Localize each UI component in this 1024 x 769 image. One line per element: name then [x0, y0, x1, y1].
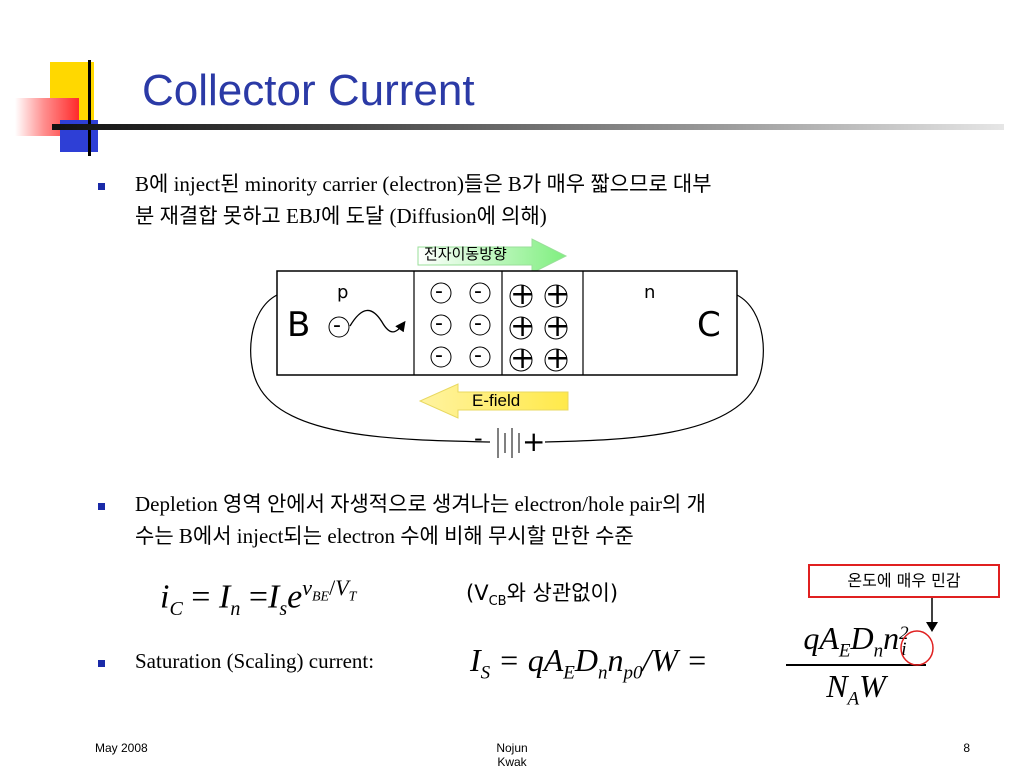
highlight-circle — [900, 630, 934, 666]
electron-direction-label: 전자이동방향 — [424, 245, 507, 263]
bullet-2-line-2: 수는 B에서 inject되는 electron 수에 비해 무시할 만한 수준 — [135, 524, 634, 548]
efield-label: E-field — [472, 391, 521, 410]
bullet-1-line-2: 분 재결합 못하고 EBJ에 도달 (Diffusion에 의해) — [135, 204, 547, 228]
footer-author: Nojun Kwak — [496, 741, 528, 769]
device-box — [276, 270, 738, 376]
n-region-label: n — [644, 282, 656, 303]
bullet-marker — [98, 183, 105, 190]
negative-charge: - — [435, 343, 443, 368]
circuit-wire — [250, 294, 491, 443]
negative-charge: - — [474, 311, 482, 336]
vcb-independence-note: (VCB와 상관없이) — [466, 581, 619, 610]
fraction-denominator: NAW — [826, 668, 886, 710]
bullet-marker — [98, 503, 105, 510]
bullet-1-text: B에 inject된 minority carrier (electron)들은… — [135, 168, 712, 232]
bullet-marker — [98, 660, 105, 667]
electron-wavy-path — [349, 309, 406, 333]
decor-vertical-line — [88, 60, 91, 156]
positive-charge: + — [545, 309, 571, 344]
footer-date: May 2008 — [95, 741, 148, 755]
battery-icon — [497, 428, 520, 458]
saturation-current-label: Saturation (Scaling) current: — [135, 649, 375, 673]
temperature-note-box: 온도에 매우 민감 — [808, 564, 1000, 598]
footer-page-number: 8 — [963, 741, 970, 755]
positive-charge: + — [510, 341, 536, 376]
positive-charge: + — [510, 309, 536, 344]
collector-current-equation: iC = In =IsevBE/VT — [160, 575, 357, 621]
title-underline — [52, 124, 1004, 130]
bullet-1-line-1: B에 inject된 minority carrier (electron)들은… — [135, 172, 712, 196]
positive-charge: + — [545, 277, 571, 312]
base-label: B — [287, 305, 311, 345]
collector-label: C — [697, 305, 721, 345]
down-arrow-icon — [926, 598, 938, 632]
electron-direction-arrow — [417, 238, 568, 274]
efield-arrow — [418, 383, 569, 419]
saturation-current-equation: IS = qAEDnnp0/W = — [470, 642, 708, 684]
electron-symbol: - — [333, 313, 341, 338]
battery-minus: - — [474, 424, 483, 452]
battery-plus: + — [522, 425, 546, 458]
positive-charge: + — [510, 277, 536, 312]
positive-charge: + — [545, 341, 571, 376]
fraction-bar — [786, 664, 926, 666]
negative-charge: - — [435, 311, 443, 336]
negative-charge: - — [474, 343, 482, 368]
bullet-2-text: Depletion 영역 안에서 자생적으로 생겨나는 electron/hol… — [135, 488, 706, 552]
negative-charge: - — [474, 279, 482, 304]
slide-title: Collector Current — [142, 66, 475, 115]
p-region-label: p — [337, 282, 349, 303]
negative-charge: - — [435, 279, 443, 304]
bullet-2-line-1: Depletion 영역 안에서 자생적으로 생겨나는 electron/hol… — [135, 492, 706, 516]
